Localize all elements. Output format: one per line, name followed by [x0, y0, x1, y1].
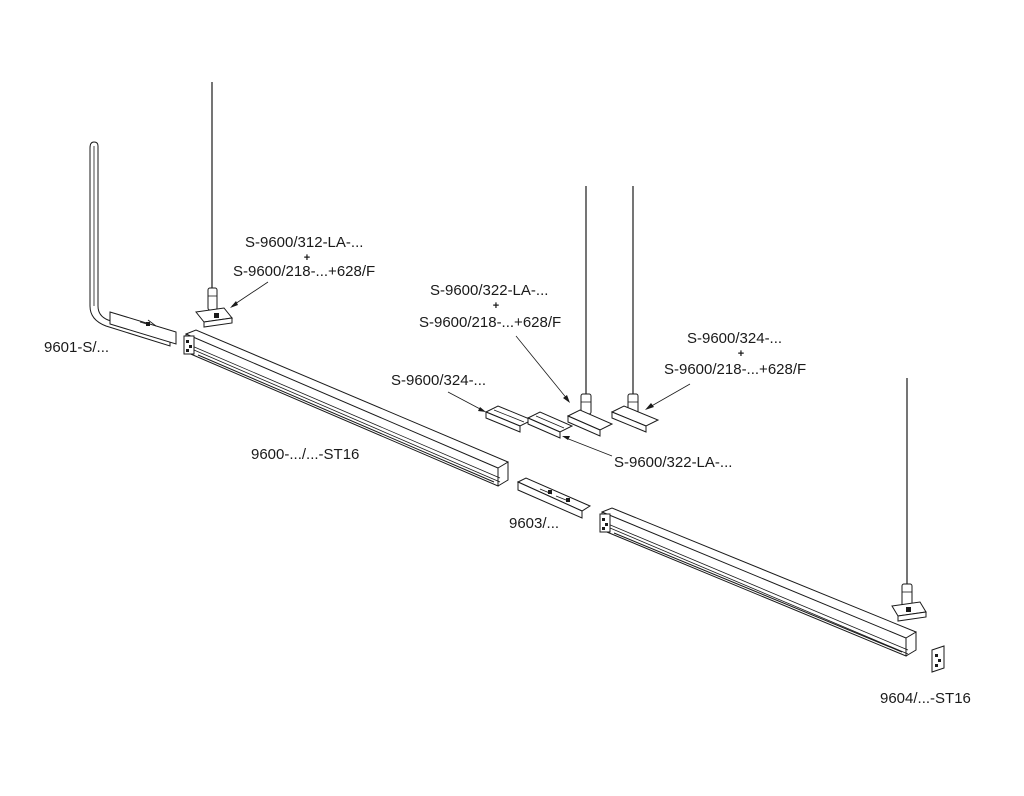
label-left-suspension-plus: +: [304, 252, 310, 264]
label-mid-suspension-b: S-9600/218-...+628/F: [419, 314, 561, 331]
label-track: 9600-.../...-ST16: [251, 446, 359, 463]
right-track-part: [599, 507, 918, 657]
label-left-suspension-b: S-9600/218-...+628/F: [233, 263, 375, 280]
label-corner-connector: 9601-S/...: [44, 339, 109, 356]
left-suspension-part: [195, 82, 233, 328]
label-straight-connector: 9603/...: [509, 515, 559, 532]
straight-connector-part: [516, 477, 592, 519]
leader-lines: [230, 281, 691, 457]
clip-324-part: [484, 405, 534, 433]
label-right-suspension-a: S-9600/324-...: [687, 330, 782, 347]
mid-suspension-part: [566, 186, 614, 437]
label-right-suspension-plus: +: [738, 348, 744, 360]
corner-connector-part: [89, 141, 177, 347]
label-mid-suspension-a: S-9600/322-LA-...: [430, 282, 548, 299]
label-mid-suspension-plus: +: [493, 300, 499, 312]
right-end-suspension-part: [891, 378, 927, 622]
left-track-part: [183, 329, 510, 487]
label-end-cap: 9604/...-ST16: [880, 690, 971, 707]
clip-322-part: [526, 411, 574, 439]
label-clip-324: S-9600/324-...: [391, 372, 486, 389]
label-left-suspension-a: S-9600/312-LA-...: [245, 234, 363, 251]
end-cap-part: [931, 645, 945, 673]
right-suspension-part: [610, 186, 660, 433]
label-right-suspension-b: S-9600/218-...+628/F: [664, 361, 806, 378]
label-clip-322: S-9600/322-LA-...: [614, 454, 732, 471]
